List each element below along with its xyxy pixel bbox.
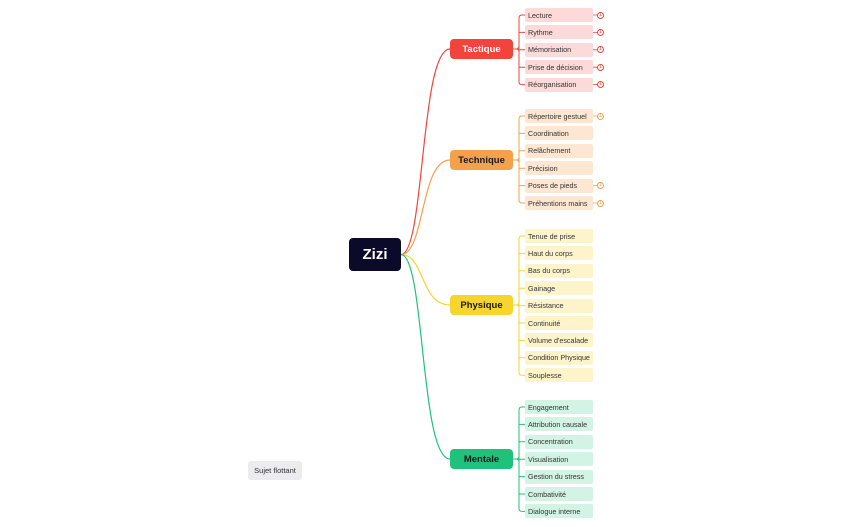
leaf-joint-mentale bbox=[515, 455, 520, 463]
subtopic-label: Condition Physique bbox=[528, 353, 590, 363]
central-topic[interactable]: Zizi bbox=[349, 238, 401, 271]
subtopic-label: Tenue de prise bbox=[528, 231, 576, 241]
subtopic-technique-1[interactable]: Coordination bbox=[525, 126, 593, 141]
subtopic-mentale-3[interactable]: Visualisation bbox=[525, 452, 593, 467]
collapsed-count-badge[interactable]: 1 bbox=[597, 199, 604, 207]
subtopic-physique-3[interactable]: Gainage bbox=[525, 281, 593, 296]
subtopic-label: Rythme bbox=[528, 27, 553, 37]
collapsed-count-badge[interactable]: 1 bbox=[597, 11, 604, 19]
subtopic-label: Préhentions mains bbox=[528, 198, 588, 208]
subtopic-mentale-5[interactable]: Combativité bbox=[525, 487, 593, 501]
leaf-spine-technique bbox=[512, 118, 520, 201]
subtopic-mentale-1[interactable]: Attribution causale bbox=[525, 417, 593, 432]
connector-physique bbox=[400, 253, 451, 306]
subtopic-label: Réorganisation bbox=[528, 80, 577, 90]
subtopic-label: Engagement bbox=[528, 402, 569, 412]
subtopic-technique-3[interactable]: Précision bbox=[525, 161, 593, 176]
collapsed-count-badge[interactable]: 1 bbox=[597, 81, 604, 89]
collapsed-count-badge[interactable]: 1 bbox=[597, 112, 604, 120]
subtopic-physique-5[interactable]: Continuité bbox=[525, 316, 593, 330]
subtopic-mentale-6[interactable]: Dialogue interne bbox=[525, 504, 593, 519]
central-topic-label: Zizi bbox=[362, 246, 388, 263]
leaf-connector bbox=[518, 81, 526, 86]
subtopic-label: Volume d'escalade bbox=[528, 335, 589, 345]
branch-label: Mentale bbox=[463, 453, 500, 465]
leaf-joint-tactique bbox=[515, 45, 520, 53]
subtopic-physique-1[interactable]: Haut du corps bbox=[525, 246, 593, 261]
subtopic-technique-2[interactable]: Relâchement bbox=[525, 143, 593, 158]
branch-label: Technique bbox=[458, 154, 505, 166]
subtopic-mentale-0[interactable]: Engagement bbox=[525, 400, 593, 414]
subtopic-label: Souplesse bbox=[528, 370, 562, 380]
subtopic-label: Mémorisation bbox=[528, 45, 572, 55]
subtopic-label: Gainage bbox=[528, 283, 556, 293]
branch-tactique[interactable]: Tactique bbox=[450, 39, 513, 59]
leaf-connector bbox=[518, 507, 526, 512]
collapsed-count-badge[interactable]: 1 bbox=[597, 46, 604, 54]
subtopic-physique-0[interactable]: Tenue de prise bbox=[525, 229, 593, 243]
subtopic-label: Visualisation bbox=[528, 454, 569, 464]
subtopic-label: Résistance bbox=[528, 301, 564, 311]
subtopic-label: Attribution causale bbox=[528, 419, 588, 429]
leaf-joint-technique bbox=[515, 156, 520, 164]
collapsed-count-badge[interactable]: 1 bbox=[597, 28, 604, 36]
subtopic-technique-4[interactable]: Poses de pieds bbox=[525, 178, 593, 193]
subtopic-tactique-2[interactable]: Mémorisation bbox=[525, 42, 593, 57]
leaf-connector bbox=[518, 406, 526, 411]
subtopic-tactique-0[interactable]: Lecture bbox=[525, 8, 593, 22]
subtopic-physique-6[interactable]: Volume d'escalade bbox=[525, 333, 593, 348]
leaf-connector bbox=[518, 14, 526, 19]
branch-mentale[interactable]: Mentale bbox=[450, 449, 513, 469]
leaf-connector bbox=[518, 371, 526, 376]
subtopic-label: Précision bbox=[528, 163, 558, 173]
subtopic-mentale-2[interactable]: Concentration bbox=[525, 434, 593, 449]
subtopic-label: Lecture bbox=[528, 10, 552, 20]
subtopic-label: Combativité bbox=[528, 489, 566, 499]
leaf-connector bbox=[518, 199, 526, 204]
subtopic-tactique-4[interactable]: Réorganisation bbox=[525, 77, 593, 92]
connector-tactique bbox=[400, 48, 451, 256]
connector-mentale bbox=[400, 253, 451, 460]
subtopic-physique-7[interactable]: Condition Physique bbox=[525, 350, 593, 365]
subtopic-label: Coordination bbox=[528, 128, 569, 138]
collapsed-count-badge[interactable]: 1 bbox=[597, 63, 604, 71]
leaf-joint-physique bbox=[515, 301, 520, 309]
leaf-connector bbox=[518, 235, 526, 240]
subtopic-label: Relâchement bbox=[528, 146, 571, 156]
subtopic-label: Haut du corps bbox=[528, 248, 573, 258]
subtopic-label: Dialogue interne bbox=[528, 506, 581, 516]
subtopic-label: Gestion du stress bbox=[528, 472, 584, 482]
floating-topic[interactable]: Sujet flottant bbox=[248, 461, 302, 480]
subtopic-mentale-4[interactable]: Gestion du stress bbox=[525, 469, 593, 484]
subtopic-technique-5[interactable]: Préhentions mains bbox=[525, 196, 593, 210]
branch-label: Tactique bbox=[462, 43, 501, 55]
subtopic-physique-8[interactable]: Souplesse bbox=[525, 368, 593, 383]
subtopic-technique-0[interactable]: Répertoire gestuel bbox=[525, 109, 593, 123]
subtopic-physique-2[interactable]: Bas du corps bbox=[525, 263, 593, 278]
subtopic-label: Concentration bbox=[528, 437, 573, 447]
subtopic-label: Bas du corps bbox=[528, 266, 570, 276]
subtopic-label: Prise de décision bbox=[528, 62, 583, 72]
leaf-connector bbox=[518, 115, 526, 120]
subtopic-label: Continuité bbox=[528, 318, 561, 328]
branch-label: Physique bbox=[460, 299, 503, 311]
subtopic-label: Répertoire gestuel bbox=[528, 111, 587, 121]
connector-technique bbox=[400, 159, 451, 256]
subtopic-tactique-1[interactable]: Rythme bbox=[525, 25, 593, 40]
branch-physique[interactable]: Physique bbox=[450, 295, 513, 315]
subtopic-physique-4[interactable]: Résistance bbox=[525, 298, 593, 313]
branch-technique[interactable]: Technique bbox=[450, 150, 513, 170]
floating-topic-label: Sujet flottant bbox=[254, 466, 296, 475]
subtopic-label: Poses de pieds bbox=[528, 181, 578, 191]
collapsed-count-badge[interactable]: 1 bbox=[597, 182, 604, 190]
subtopic-tactique-3[interactable]: Prise de décision bbox=[525, 60, 593, 75]
